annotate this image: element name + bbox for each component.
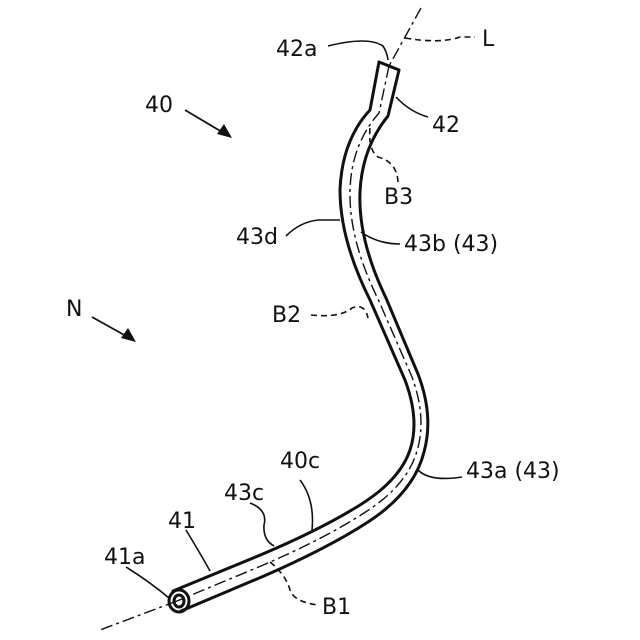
label-40c: 40c bbox=[280, 449, 320, 474]
arrow-40 bbox=[185, 110, 232, 138]
centerline-upper-extension bbox=[389, 8, 421, 66]
leader-43a bbox=[418, 470, 462, 478]
label-N: N bbox=[66, 297, 82, 322]
arrow-N bbox=[92, 317, 136, 342]
pipe-open-end-41a bbox=[169, 590, 189, 612]
leader-42 bbox=[396, 97, 428, 117]
centerline-lower-extension bbox=[100, 601, 177, 630]
leader-B1 bbox=[270, 562, 318, 605]
label-42a: 42a bbox=[276, 37, 317, 62]
label-B3: B3 bbox=[384, 185, 413, 210]
label-B2: B2 bbox=[272, 303, 301, 328]
leader-42a bbox=[328, 41, 388, 60]
pipe-40 bbox=[169, 62, 428, 612]
leader-43d bbox=[286, 220, 340, 236]
leader-L bbox=[405, 37, 475, 41]
label-42: 42 bbox=[432, 113, 460, 138]
label-B1: B1 bbox=[322, 595, 351, 620]
label-43a: 43a (43) bbox=[466, 459, 560, 484]
label-43d: 43d bbox=[236, 225, 278, 250]
label-43b: 43b (43) bbox=[404, 232, 498, 257]
label-43c: 43c bbox=[224, 481, 264, 506]
leader-40c bbox=[300, 480, 313, 530]
arrow-40-head bbox=[217, 124, 232, 138]
pipe-inner-wall bbox=[181, 70, 428, 611]
leader-B2 bbox=[311, 307, 368, 318]
arrow-N-shaft bbox=[92, 317, 126, 336]
leader-41a bbox=[126, 567, 169, 598]
arrow-N-head bbox=[121, 328, 136, 342]
label-41a: 41a bbox=[104, 545, 145, 570]
label-L: L bbox=[482, 27, 495, 52]
arrow-40-shaft bbox=[185, 110, 222, 132]
label-41: 41 bbox=[168, 509, 196, 534]
label-40: 40 bbox=[145, 93, 173, 118]
leader-43c bbox=[250, 503, 274, 546]
leader-41 bbox=[186, 530, 210, 571]
